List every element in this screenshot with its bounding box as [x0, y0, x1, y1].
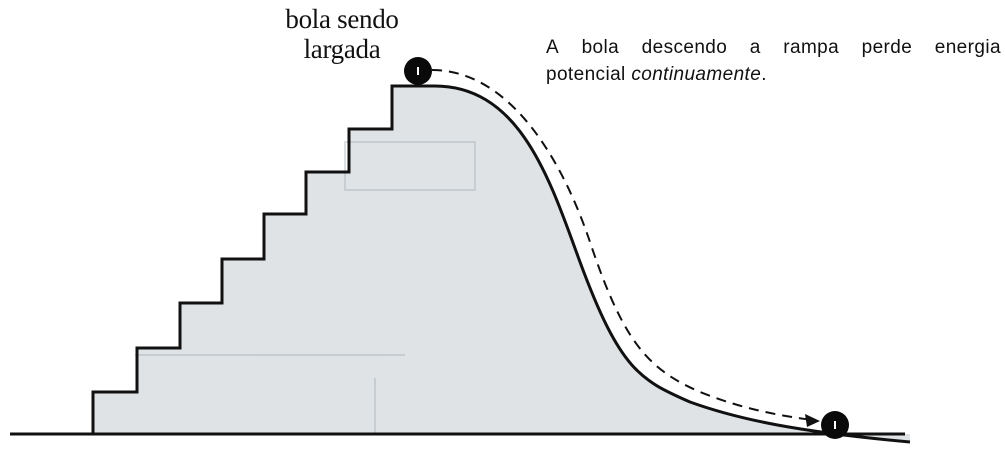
description-label: A bola descendo a rampa perde energia po…	[546, 34, 1001, 88]
ball-top	[404, 57, 432, 85]
release-label-line2: largada	[303, 34, 381, 64]
ball-bottom	[821, 411, 849, 439]
description-word: bola	[581, 37, 620, 58]
release-label-line1: bola sendo	[285, 4, 399, 34]
description-word: a	[749, 37, 761, 58]
description-word: A	[546, 37, 560, 58]
description-word: descendo	[641, 37, 728, 58]
staircase-outline	[91, 84, 432, 434]
description-word: energia	[934, 37, 1001, 58]
release-label: bola sendo largada	[262, 4, 422, 64]
description-emphasis: continuamente	[631, 64, 762, 85]
description-line2: potencial continuamente.	[546, 61, 1001, 88]
dashed-trajectory	[431, 69, 813, 421]
description-word: perde	[861, 37, 913, 58]
description-word: rampa	[783, 37, 840, 58]
bleed-through-marks	[135, 141, 476, 434]
description-line2-post: .	[761, 64, 767, 85]
ramp-curve	[392, 84, 911, 444]
description-line2-pre: potencial	[546, 64, 632, 85]
description-line1: A bola descendo a rampa perde energia	[546, 34, 1001, 61]
trajectory-arrowhead	[805, 414, 820, 427]
ramp-fill	[93, 85, 910, 442]
